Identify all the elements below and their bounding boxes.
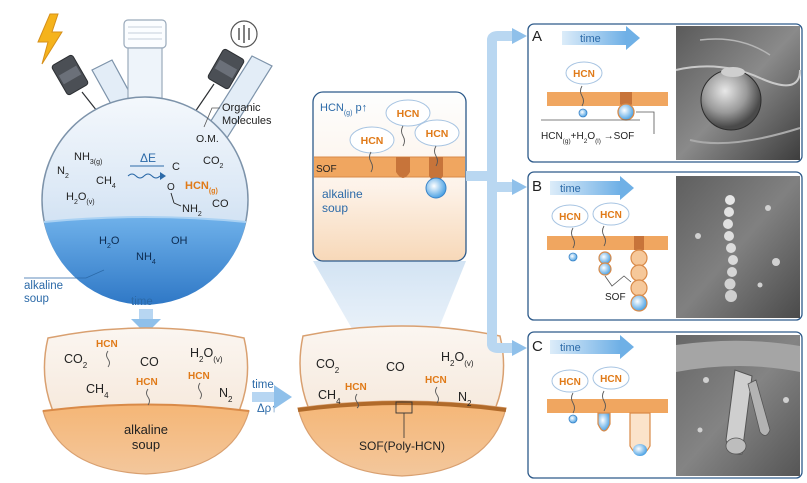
flask-liq-nh4: NH4 — [136, 251, 156, 266]
flask-gas-ch4: CH4 — [96, 175, 116, 190]
bowl2-hcn-2: HCN — [425, 375, 447, 386]
svg-text:HCN: HCN — [361, 135, 384, 147]
flask-soup-line2: soup — [24, 293, 49, 305]
panel-a-hcn: HCN — [573, 69, 595, 80]
bowl1-hcn-1: HCN — [96, 339, 118, 350]
panel-c-hcn-1: HCN — [559, 377, 581, 388]
organic-label-line1: Organic — [222, 102, 261, 114]
panel-b-sof: SOF — [605, 292, 626, 303]
bowl1-gas-co2: CO2 — [64, 352, 88, 370]
delta-e-label: ΔE — [140, 151, 156, 165]
panel-b-letter: B — [532, 178, 542, 195]
panel-c-sem-image — [676, 335, 800, 476]
panel-b-sem-image — [676, 176, 800, 318]
panel-c-time: time — [560, 342, 581, 354]
flask-gas-co: CO — [212, 198, 229, 210]
panel-b-hcn-1: HCN — [559, 212, 581, 223]
zoom-cloud-3: HCN — [414, 119, 460, 147]
time-right-arrow: time Δρ↑ — [252, 379, 292, 415]
bowl-2: CO2 CO H2O(v) CH4 N2 HCN HCN SOF(Poly-HC… — [297, 325, 507, 477]
zoom-droplet — [425, 177, 447, 199]
time-down-label: time — [131, 296, 153, 308]
panel-b: B time HCN HCN SOF — [527, 171, 803, 321]
flask-gas-c: C — [172, 161, 180, 173]
lightning-icon — [37, 13, 63, 65]
svg-text:HCN: HCN — [426, 128, 449, 140]
organic-label-line2: Molecules — [222, 115, 272, 127]
flask-liq-h2o: H2O — [99, 235, 120, 250]
zoom-soup-line2: soup — [322, 201, 348, 215]
flask-gas-n2: N2 — [57, 165, 69, 180]
zoom-cloud-2: HCN — [385, 99, 431, 127]
panel-a-letter: A — [532, 28, 542, 45]
zoom-box: HCN(g) p↑ SOF alkaline soup HCN HCN HCN — [312, 91, 467, 262]
bowl1-soup-line2: soup — [132, 437, 160, 452]
flask: Organic Molecules O.M. NH3(g) N2 CH4 H2O… — [24, 13, 273, 305]
zoom-header: HCN(g) p↑ — [320, 102, 367, 117]
panel-a-sem-image — [675, 26, 801, 160]
panel-b-hcn-2: HCN — [600, 210, 622, 221]
bowl2-sof-label: SOF(Poly-HCN) — [359, 439, 445, 453]
flask-soup-line1: alkaline — [24, 280, 63, 292]
bowl2-gas-co: CO — [386, 360, 405, 374]
flask-gas-co2: CO2 — [203, 155, 224, 170]
bowl1-gas-co: CO — [140, 355, 159, 369]
bowl1-soup-line1: alkaline — [124, 422, 168, 437]
om-label: O.M. — [196, 133, 219, 145]
bowl1-hcn-3: HCN — [188, 371, 210, 382]
bowl2-gas-ch4: CH4 — [318, 388, 341, 406]
zoom-cloud-1: HCN — [349, 126, 395, 154]
flask-liq-oh: OH — [171, 235, 188, 247]
bowl-1: CO2 CO H2O(v) CH4 N2 HCN HCN HCN alkalin… — [42, 327, 250, 475]
zoom-soup-line1: alkaline — [322, 187, 363, 201]
flask-liquid — [44, 217, 246, 305]
time-right-label: time — [252, 379, 274, 391]
panel-b-time: time — [560, 183, 581, 195]
flask-gas-o: O — [167, 182, 175, 193]
flask-gas-nh2: NH2 — [182, 203, 202, 218]
panel-a-time: time — [580, 33, 601, 45]
bowl2-hcn-1: HCN — [345, 382, 367, 393]
time-down-arrow: time — [131, 296, 161, 334]
bowl1-hcn-2: HCN — [136, 377, 158, 388]
panel-a: A time HCN HCN(g)+H2O(l) →SOF — [527, 23, 803, 163]
panel-c: C time HCN HCN — [527, 331, 803, 479]
branch-connectors — [466, 28, 527, 356]
delta-rho-label: Δρ↑ — [257, 403, 277, 415]
bowl2-gas-co2: CO2 — [316, 357, 340, 375]
panel-c-letter: C — [532, 338, 543, 355]
zoom-sof-label: SOF — [316, 164, 337, 175]
panel-c-hcn-2: HCN — [600, 374, 622, 385]
svg-text:HCN: HCN — [397, 108, 420, 120]
electrode-icon — [230, 20, 258, 48]
bowl1-gas-ch4: CH4 — [86, 382, 109, 400]
